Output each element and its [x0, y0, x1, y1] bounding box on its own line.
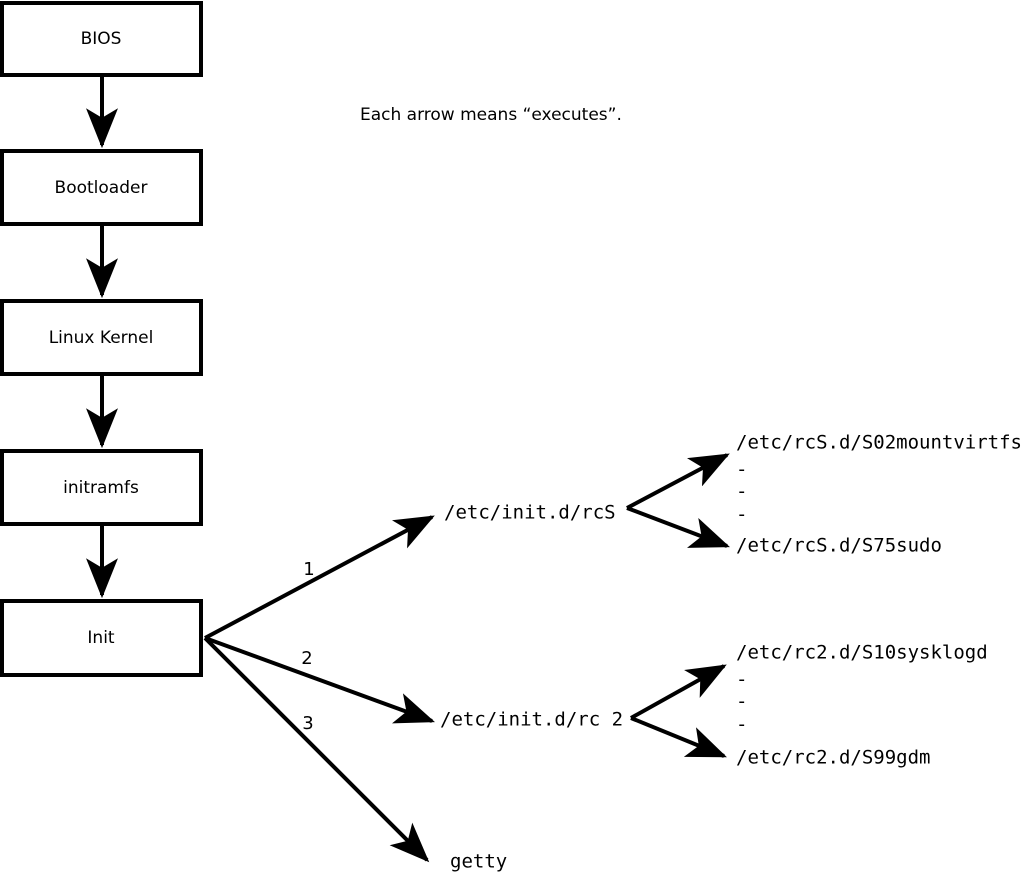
box-initramfs-rect	[0, 449, 203, 526]
box-bootloader-label: Bootloader	[55, 178, 148, 198]
box-initramfs: initramfs	[0, 449, 203, 526]
box-kernel: Linux Kernel	[0, 299, 203, 376]
label-rc2-last-script: /etc/rc2.d/S99gdm	[736, 747, 930, 769]
label-rc2-first-script: /etc/rc2.d/S10sysklogd	[736, 642, 988, 664]
label-rcs-ellipsis-3: -	[736, 504, 747, 526]
label-rc2-script: /etc/init.d/rc 2	[440, 709, 623, 731]
box-bootloader-rect	[0, 149, 203, 226]
label-rcs-last-script: /etc/rcS.d/S75sudo	[736, 535, 942, 557]
box-bootloader: Bootloader	[0, 149, 203, 226]
label-rc2-ellipsis-3: -	[736, 714, 747, 736]
label-rc2-ellipsis-2: -	[736, 691, 747, 713]
box-bios-rect	[0, 1, 203, 77]
label-rcs-ellipsis-1: -	[736, 459, 747, 481]
box-bios: BIOS	[0, 1, 203, 77]
arrow-init-to-getty	[203, 636, 430, 863]
label-rcs-ellipsis-2: -	[736, 481, 747, 503]
box-init-label: Init	[87, 628, 115, 648]
arrow-number-3: 3	[302, 713, 313, 734]
arrow-init-to-rcs	[204, 515, 435, 640]
arrow-rc2-to-first-script	[630, 664, 727, 720]
arrow-number-1: 1	[303, 559, 314, 580]
arrow-rc2-to-last-script	[630, 716, 727, 758]
box-init: Init	[0, 599, 203, 677]
label-rcs-script: /etc/init.d/rcS	[444, 502, 616, 524]
box-initramfs-label: initramfs	[63, 478, 139, 498]
legend-note: Each arrow means “executes”.	[360, 105, 622, 125]
box-kernel-rect	[0, 299, 203, 376]
arrow-number-2: 2	[301, 648, 312, 669]
label-rcs-first-script: /etc/rcS.d/S02mountvirtfs	[736, 432, 1022, 454]
arrow-init-to-rc2	[204, 636, 436, 724]
label-rc2-ellipsis-1: -	[736, 669, 747, 691]
box-bios-label: BIOS	[81, 29, 122, 49]
label-getty: getty	[450, 851, 507, 873]
arrow-rcs-to-first-script	[626, 453, 730, 510]
box-init-rect	[0, 599, 203, 677]
arrow-rcs-to-last-script	[626, 506, 730, 548]
box-kernel-label: Linux Kernel	[49, 328, 154, 348]
